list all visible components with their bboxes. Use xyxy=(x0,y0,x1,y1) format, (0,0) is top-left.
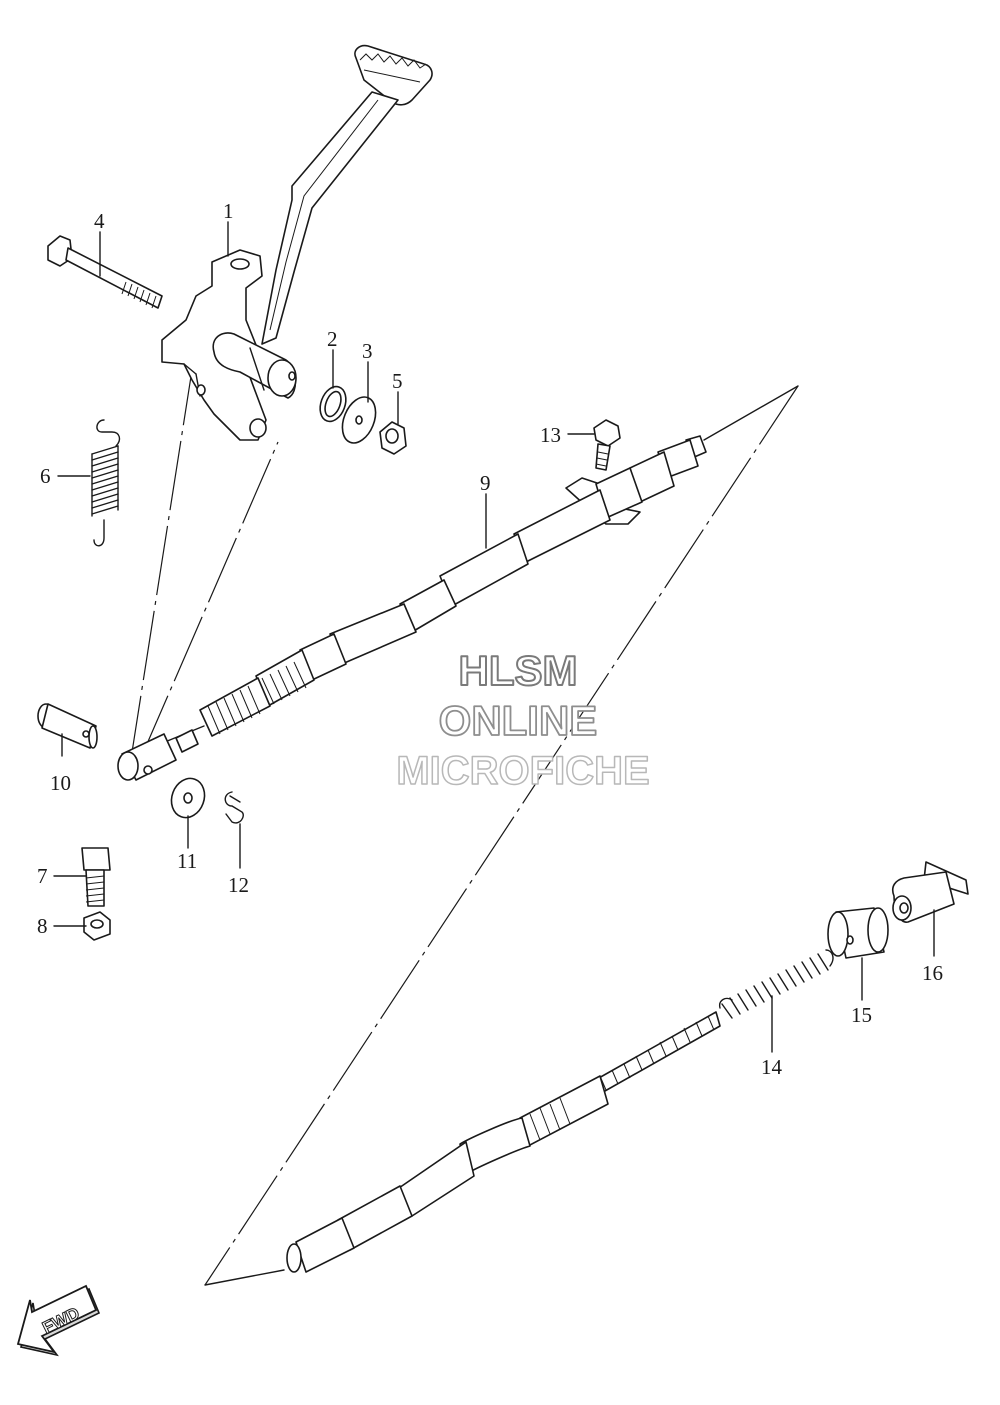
callout-1[interactable]: 1 xyxy=(223,199,234,223)
brake-pedal[interactable] xyxy=(161,44,433,441)
assembly-guide-lines xyxy=(129,369,799,1286)
cotter-pin[interactable] xyxy=(224,791,244,824)
callout-3[interactable]: 3 xyxy=(362,339,373,363)
watermark-line-3: MICROFICHE xyxy=(396,749,649,793)
o-ring[interactable] xyxy=(316,383,351,425)
bolt-7[interactable] xyxy=(81,847,111,907)
flange-bolt[interactable] xyxy=(593,419,621,471)
callout-11[interactable]: 11 xyxy=(177,849,197,873)
watermark-line-2: ONLINE xyxy=(439,697,598,744)
callout-8[interactable]: 8 xyxy=(37,914,48,938)
washer-11[interactable] xyxy=(166,774,210,823)
callout-13[interactable]: 13 xyxy=(540,423,561,447)
watermark-line-1: HLSM xyxy=(459,647,578,694)
washer-3[interactable] xyxy=(336,392,382,448)
callout-4[interactable]: 4 xyxy=(94,209,105,233)
pivot-bolt[interactable] xyxy=(47,235,163,309)
cable-end[interactable] xyxy=(891,861,969,923)
callout-15[interactable]: 15 xyxy=(851,1003,872,1027)
nut-5[interactable] xyxy=(379,421,407,455)
fwd-arrow-icon: FWD xyxy=(16,1284,101,1357)
collar[interactable] xyxy=(827,907,889,959)
callout-14[interactable]: 14 xyxy=(761,1055,783,1079)
callout-labels: 1 2 3 4 5 6 7 8 9 10 11 12 13 14 15 16 xyxy=(37,199,943,1079)
clevis-yoke xyxy=(117,733,177,781)
rear-brake-rod xyxy=(286,1011,721,1273)
return-spring[interactable] xyxy=(91,419,121,547)
clevis-pin[interactable] xyxy=(37,703,98,749)
watermark: HLSM ONLINE MICROFICHE xyxy=(396,646,651,794)
callout-12[interactable]: 12 xyxy=(228,873,249,897)
leader-lines xyxy=(53,221,935,1053)
nut-8[interactable] xyxy=(83,911,111,941)
callout-2[interactable]: 2 xyxy=(327,327,338,351)
callout-6[interactable]: 6 xyxy=(40,464,51,488)
callout-9[interactable]: 9 xyxy=(480,471,491,495)
callout-16[interactable]: 16 xyxy=(922,961,943,985)
callout-7[interactable]: 7 xyxy=(37,864,48,888)
brake-cable[interactable] xyxy=(159,435,707,753)
callout-10[interactable]: 10 xyxy=(50,771,71,795)
callout-5[interactable]: 5 xyxy=(392,369,403,393)
brake-rod-spring[interactable] xyxy=(718,949,834,1019)
